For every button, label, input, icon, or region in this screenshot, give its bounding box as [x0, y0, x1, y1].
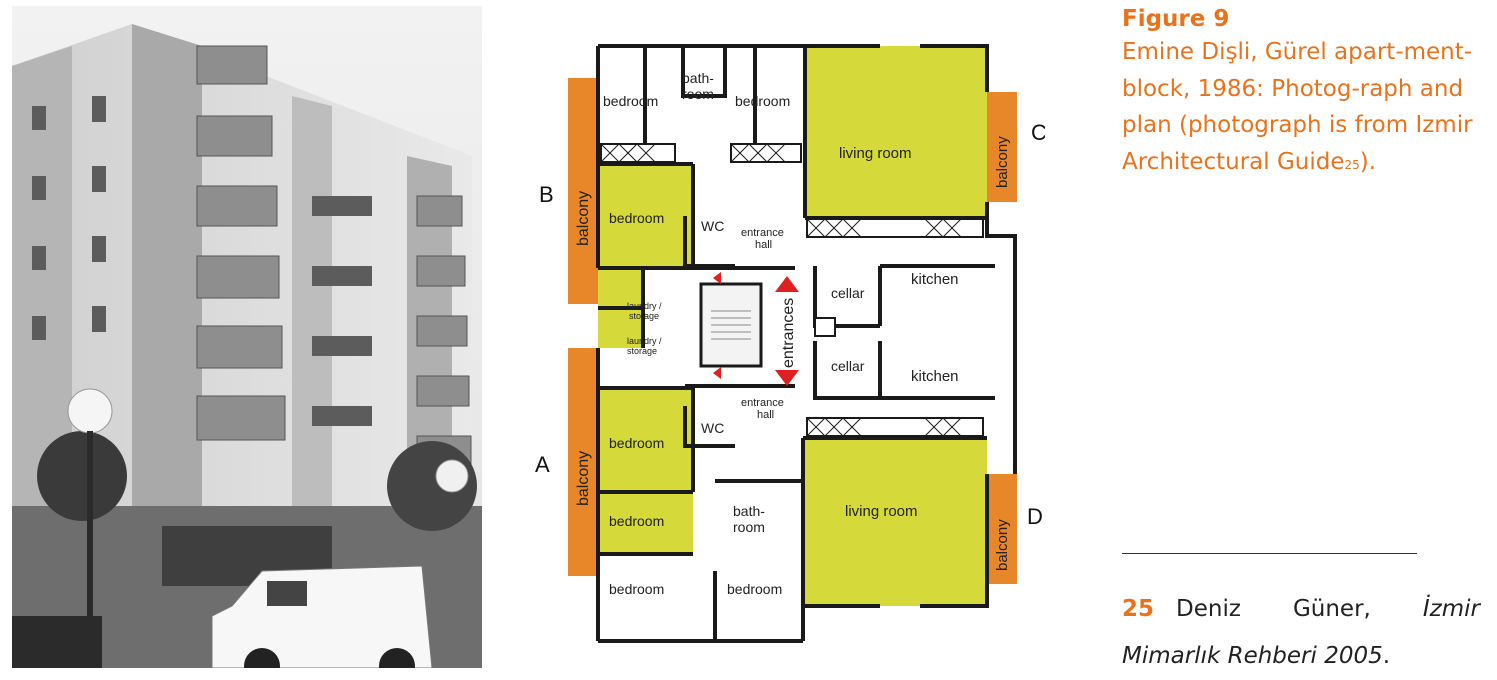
caption-text: Emine Dişli, Gürel apart-ment-block, 198… [1122, 39, 1473, 175]
footnote-divider [1122, 553, 1417, 554]
room-kitchen-bottom: kitchen [911, 368, 959, 385]
footnote-end: . [1382, 643, 1391, 669]
room-entrance-top-line2: hall [755, 239, 772, 251]
room-bathroom-top-line2: room [682, 86, 714, 102]
balcony-c [985, 92, 1017, 202]
footnote-ref[interactable]: 25 [1344, 157, 1360, 172]
caption-end: ). [1359, 148, 1377, 175]
balcony-d [985, 474, 1017, 584]
room-bedroom-a4: bedroom [727, 581, 782, 597]
room-entrance-bottom-line1: entrance [741, 397, 784, 409]
footnote-title: İzmir Mimarlık Rehberi 2005 [1122, 596, 1480, 669]
room-bedroom-b1: bedroom [603, 93, 658, 109]
caption-body: Emine Dişli, Gürel apart-ment-block, 198… [1122, 34, 1482, 180]
room-cellar-top: cellar [831, 285, 865, 301]
room-bedroom-b3: bedroom [609, 210, 664, 226]
footnote-number: 25 [1122, 596, 1155, 622]
entrances-label: entrances [780, 298, 797, 368]
room-entrance-bottom-line2: hall [757, 409, 774, 421]
apartment-photo [12, 6, 482, 668]
balcony-a [568, 348, 598, 576]
room-cellar-bottom: cellar [831, 358, 865, 374]
arrow-down [775, 370, 799, 386]
room-living-room-d: living room [845, 503, 918, 520]
room-bedroom-a2: bedroom [609, 513, 664, 529]
room-laundry-top-line2: storage [629, 311, 659, 321]
balcony-d-label: balcony [994, 519, 1011, 571]
room-laundry-bottom-line1: laundry / [627, 336, 662, 346]
balcony-b [568, 78, 598, 304]
arrow-up [775, 276, 799, 292]
balcony-b-label: balcony [575, 191, 592, 246]
room-entrance-top-line1: entrance [741, 227, 784, 239]
side-label-a: A [535, 452, 550, 477]
footnote: 25 Deniz Güner, İzmir Mimarlık Rehberi 20… [1122, 586, 1480, 680]
room-living-room-c: living room [839, 145, 912, 162]
side-label-d: D [1027, 504, 1043, 529]
room-laundry-bottom-line2: storage [627, 346, 657, 356]
side-label-c: C [1031, 120, 1045, 145]
floor-plan: B A C D bedroom bath- room bedroom livin… [525, 26, 1047, 668]
room-bathroom-bottom-line2: room [733, 519, 765, 535]
balcony-a-label: balcony [575, 451, 592, 506]
room-laundry-top-line1: laundry / [627, 301, 662, 311]
room-bathroom-top-line1: bath- [682, 70, 714, 86]
room-kitchen-top: kitchen [911, 271, 959, 288]
balcony-c-label: balcony [994, 136, 1011, 188]
footnote-author: Deniz Güner, [1176, 596, 1423, 622]
room-wc-top: WC [701, 218, 724, 234]
room-wc-bottom: WC [701, 420, 724, 436]
room-bedroom-a1: bedroom [609, 435, 664, 451]
figure-title: Figure 9 [1122, 6, 1230, 32]
room-bedroom-a3: bedroom [609, 581, 664, 597]
room-bedroom-b2: bedroom [735, 93, 790, 109]
room-bathroom-bottom-line1: bath- [733, 503, 765, 519]
figure-caption: Figure 9 Emine Dişli, Gürel apart-ment-b… [1122, 4, 1482, 180]
side-label-b: B [539, 182, 554, 207]
